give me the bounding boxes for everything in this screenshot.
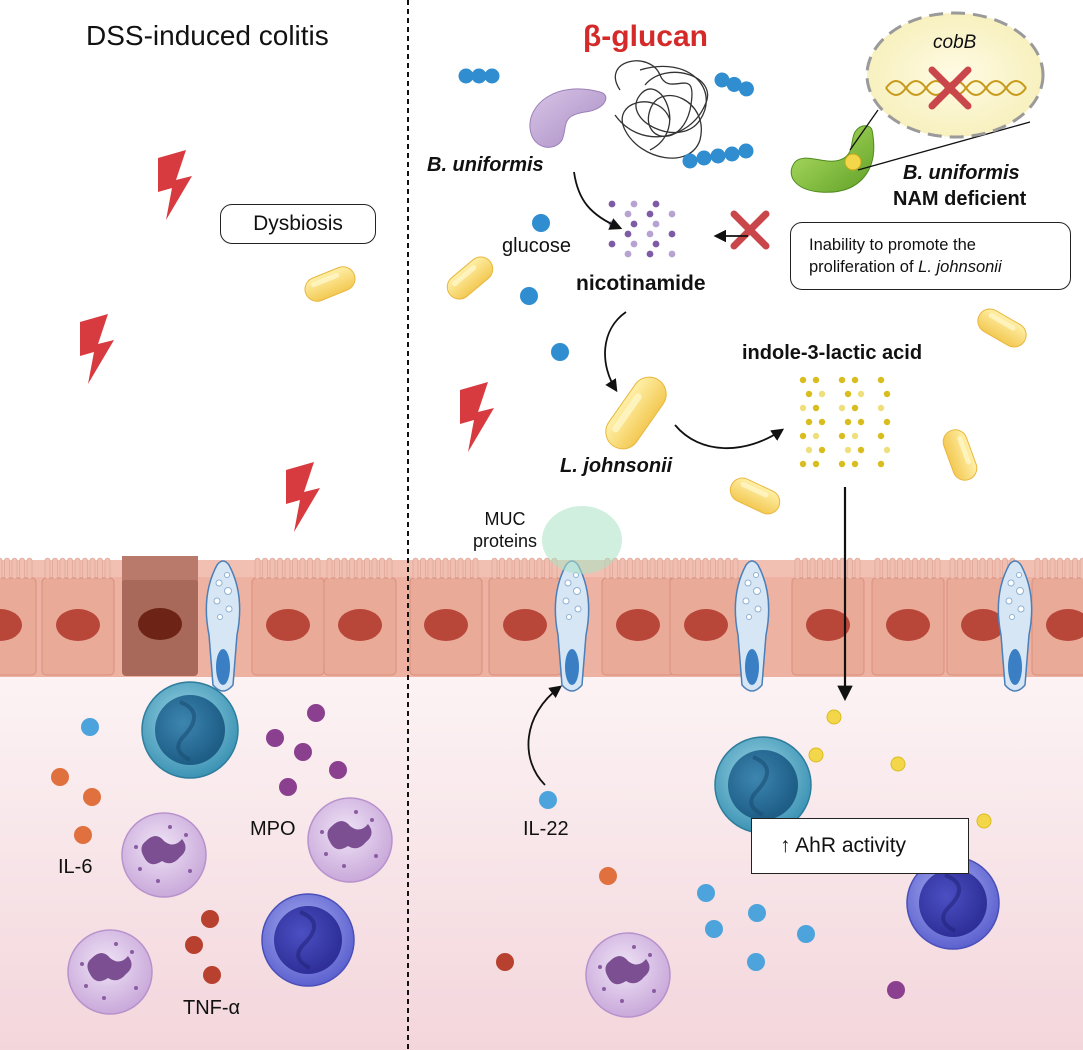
cytokine-dots-right	[496, 709, 992, 999]
lightning-icon	[460, 382, 494, 452]
glucose-dot	[551, 343, 569, 361]
b-uniformis-label: B. uniformis	[427, 154, 544, 176]
epithelial-cell	[488, 557, 562, 676]
nicotinamide-molecules	[608, 200, 676, 258]
b-uniformis-mutant-bacterium	[790, 125, 875, 193]
arrow-to-nicotinamide	[573, 171, 623, 230]
epithelial-cell	[41, 557, 115, 676]
zoom-line	[857, 121, 1031, 171]
mutant-label-line1: B. uniformis	[903, 162, 1020, 184]
epithelium	[0, 556, 1083, 692]
cross-icon	[730, 210, 770, 250]
dysbiosis-label: Dysbiosis	[220, 204, 376, 244]
mutant-gene-spot	[844, 153, 862, 171]
glucose-dot	[532, 214, 550, 232]
arrow-il22-to-goblet	[527, 685, 563, 786]
bacterium-yellow	[300, 262, 360, 306]
neutrophil-cell	[585, 932, 671, 1018]
beta-glucan-polymer	[614, 60, 709, 159]
mpo-label: MPO	[250, 818, 296, 840]
bacterium-yellow	[972, 304, 1032, 352]
neutrophil-cell	[67, 929, 153, 1015]
epithelial-cell	[601, 557, 675, 676]
indole-3-lactic-acid-label: indole-3-lactic acid	[742, 342, 923, 364]
zoom-line	[849, 109, 879, 151]
epithelial-cell	[1031, 557, 1083, 676]
l-johnsonii-label: L. johnsonii	[560, 455, 673, 477]
epithelial-cell	[251, 557, 325, 676]
damaged-cell	[122, 556, 198, 676]
beta-glucan-label: β-glucan	[583, 20, 708, 53]
epithelial-cell	[409, 557, 483, 676]
glucose-chain	[458, 68, 500, 84]
cytokine-dots-left	[51, 704, 347, 984]
muc-proteins-cloud	[542, 506, 622, 574]
epithelial-cell	[0, 557, 37, 676]
goblet-cell	[997, 560, 1033, 692]
muc-proteins-label: MUC proteins	[473, 509, 538, 551]
glucose-dot	[520, 287, 538, 305]
l-johnsonii-bacterium	[605, 376, 667, 450]
indole-3-lactic-acid-molecules	[799, 376, 891, 468]
glucose-chain	[682, 143, 754, 169]
panel-title-colitis: DSS-induced colitis	[86, 20, 329, 51]
goblet-cell	[734, 560, 770, 692]
epithelial-cell	[323, 557, 397, 676]
bacterium-yellow	[939, 425, 981, 485]
inability-line1: Inability to promote the	[809, 236, 976, 254]
il22-label: IL-22	[523, 818, 569, 840]
bacterium-yellow	[725, 473, 785, 519]
neutrophil-cell	[121, 812, 207, 898]
lightning-icon	[158, 150, 192, 220]
glucose-label: glucose	[502, 235, 571, 257]
gene-zoom-bubble	[865, 11, 1045, 139]
lightning-icon	[80, 314, 114, 384]
neutrophil-cell	[307, 797, 393, 883]
glucose-chain	[712, 70, 757, 99]
il6-label: IL-6	[58, 856, 93, 878]
inability-note-box: Inability to promote the proliferation o…	[790, 222, 1071, 290]
cobb-gene-label: cobB	[933, 32, 977, 53]
arrow-to-l-johnsonii	[604, 311, 627, 393]
lymphocyte-cell	[260, 892, 356, 988]
goblet-cell	[554, 560, 590, 692]
epithelial-cell	[871, 557, 945, 676]
lightning-icon	[286, 462, 320, 532]
cross-icon	[928, 66, 972, 110]
goblet-cell	[205, 560, 241, 692]
epithelial-cell	[669, 557, 743, 676]
bacterium-yellow	[441, 251, 499, 305]
tnf-alpha-label: TNF-α	[183, 997, 241, 1019]
inability-line2: proliferation of L. johnsonii	[809, 258, 1002, 276]
arrow-to-indole	[674, 424, 785, 450]
ahr-activity-box: ↑ AhR activity	[751, 818, 969, 874]
mutant-label-line2: NAM deficient	[893, 188, 1027, 210]
nicotinamide-label: nicotinamide	[576, 272, 706, 295]
b-uniformis-bacterium	[529, 88, 607, 148]
macrophage-cell	[140, 680, 240, 780]
